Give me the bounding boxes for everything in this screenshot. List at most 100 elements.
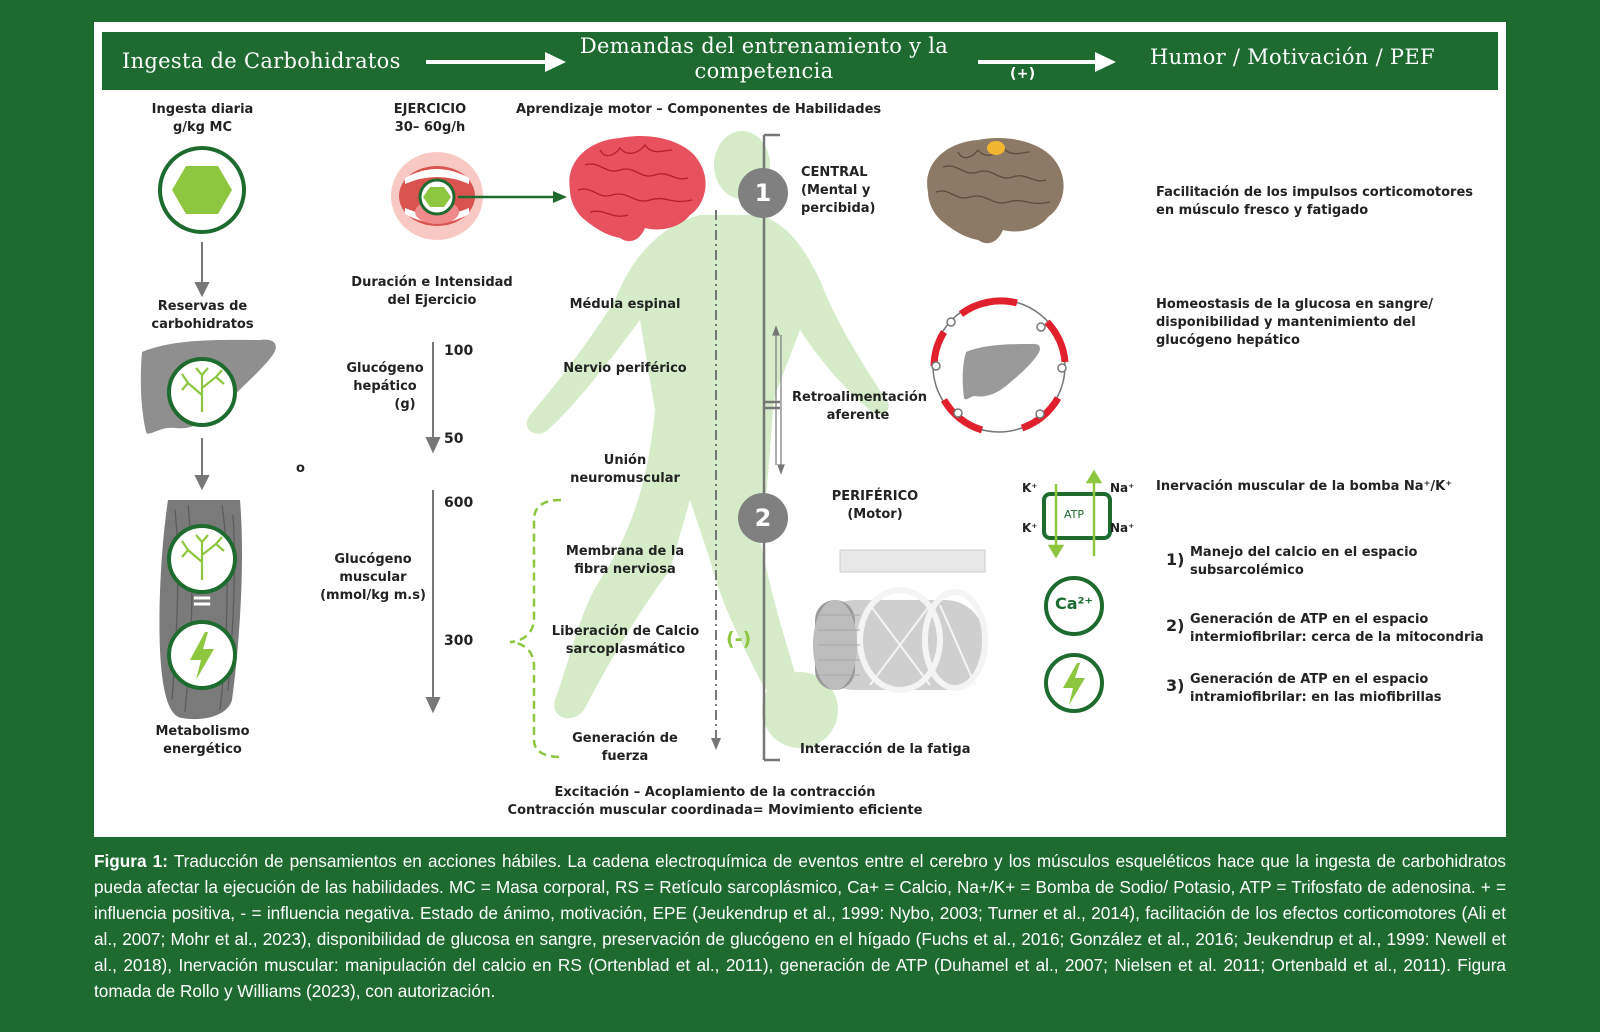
item3-number: 3) [1166,676,1185,695]
atp-intramyofibrillar-line1: Generación de ATP en el espacio [1190,672,1429,687]
daily-intake-line2: g/kg MC [172,120,232,135]
atp-label: ATP [1063,508,1085,521]
hepatic-scale-bottom: 50 [444,431,464,447]
corticomotor-facilitation-label: Facilitación de los impulsos corticomoto… [1156,184,1473,220]
caption-label: Figura 1: [94,851,168,871]
calcium-release-line2: sarcoplasmático [565,642,686,657]
daily-intake-line1: Ingesta diaria [151,102,254,117]
positive-influence-label: (+) [1010,66,1036,82]
liver-icon [140,339,276,434]
corticomotor-line1: Facilitación de los impulsos corticomoto… [1156,185,1474,200]
bottom-summary-line1: Excitación – Acoplamiento de la contracc… [554,785,876,800]
muscle-leg-icon [159,500,243,720]
muscle-glycogen-label: Glucógeno muscular (mmol/kg m.s) [318,551,428,605]
atp-intermyofibrillar-line1: Generación de ATP en el espacio [1190,612,1429,627]
muscle-glycogen-scale [425,490,441,714]
atp-intermyofibrillar-label: Generación de ATP en el espacio intermio… [1190,611,1484,647]
figure-caption: Figura 1: Traducción de pensamientos en … [94,848,1506,1004]
muscle-glycogen-line1: Glucógeno [334,552,412,567]
header-arrow-1 [426,52,566,72]
potassium-bottom-label: K⁺ [1022,521,1038,535]
exercise-line1: EJERCICIO [393,102,467,117]
fatigue-interaction-label: Interacción de la fatiga [800,742,971,757]
atp-intramyofibrillar-line2: intramiofibrilar: en las miofibrillas [1190,690,1442,705]
nerve-membrane-line1: Membrana de la [565,544,685,559]
atp-intermyofibrillar-line2: intermiofibrilar: cerca de la mitocondri… [1190,630,1484,645]
carb-reserves-label: Reservas de carbohidratos [140,298,265,334]
central-number: 1 [754,179,772,207]
central-line3: percibida) [801,201,876,216]
exercise-line2: 30– 60g/h [394,120,466,135]
atp-intramyofibrillar-label: Generación de ATP en el espacio intramio… [1190,671,1441,707]
exercise-duration-line2: del Ejercicio [387,293,477,308]
caption-text: Traducción de pensamientos en acciones h… [94,851,1506,1001]
carb-reserves-line2: carbohidratos [151,317,254,332]
mouth-icon [391,152,483,240]
hexagon-carb-icon [158,146,246,234]
muscle-scale-top: 600 [444,495,474,511]
brain-red-icon [569,136,706,242]
equals-sign: = [191,586,213,616]
diagram-graphics [140,52,1116,762]
soccer-player-figure [526,131,889,748]
neuromuscular-line1: Unión [603,453,647,468]
arrow-down-1 [194,242,210,298]
header-training-line1: Demandas del entrenamiento y la [579,34,949,58]
negative-influence-label: (-) [726,628,752,650]
item1-number: 1) [1166,550,1185,569]
dash-dot-arrowhead [711,738,721,750]
carb-reserves-line1: Reservas de [157,299,248,314]
potassium-top-label: K⁺ [1022,481,1038,495]
brain-gray-icon [927,138,1064,244]
hepatic-glycogen-line2: hepático [353,379,417,394]
glucose-homeostasis-line1: Homeostasis de la glucosa en sangre/ [1156,297,1434,312]
liver-ring-icon [930,297,1069,434]
peripheral-label: PERIFÉRICO (Motor) [820,488,930,524]
header-training-demands: Demandas del entrenamiento y la competen… [564,34,964,84]
mouth-to-brain-arrow [458,191,567,203]
muscle-fiber-icon [813,549,988,693]
feedback-arrows-icon [772,325,785,475]
force-generation-line1: Generación de [572,731,678,746]
hepatic-glycogen-scale [425,342,441,454]
muscle-scale-mid: 300 [444,633,474,649]
energy-bolt-icon [1044,653,1104,713]
or-label: o [296,461,305,476]
central-label: CENTRAL (Mental y percibida) [801,164,875,218]
sodium-top-label: Na⁺ [1110,481,1135,495]
motor-learning-label: Aprendizaje motor – Componentes de Habil… [516,102,882,117]
calcium-handling-line2: subsarcolémico [1190,563,1304,578]
nerve-membrane-line2: fibra nerviosa [574,562,676,577]
exercise-label: EJERCICIO 30– 60g/h [380,101,480,137]
calcium-icon [1044,576,1104,636]
pump-innervation-label: Inervación muscular de la bomba Na⁺/K⁺ [1156,479,1453,494]
glucose-homeostasis-line3: glucógeno hepático [1156,333,1300,348]
hepatic-glycogen-label: Glucógeno hepático (g) [340,360,430,414]
glucose-homeostasis-line2: disponibilidad y mantenimiento del [1156,315,1416,330]
afferent-feedback-line2: aferente [826,408,890,423]
dashed-brace [509,498,562,759]
calcium-handling-label: Manejo del calcio en el espacio subsarco… [1190,544,1417,580]
energy-metabolism-line2: energético [163,742,242,757]
hepatic-glycogen-line3: (g) [394,397,416,412]
header-arrow-2 [978,52,1116,72]
force-generation-label: Generación de fuerza [565,730,685,766]
daily-intake-label: Ingesta diaria g/kg MC [140,101,265,137]
muscle-glycogen-line2: muscular [339,570,407,585]
central-number-badge [738,168,788,218]
corticomotor-line2: en músculo fresco y fatigado [1156,203,1369,218]
calcium-label: Ca²⁺ [1055,594,1093,613]
force-generation-line2: fuerza [601,749,649,764]
hepatic-scale-top: 100 [444,343,474,359]
calcium-handling-line1: Manejo del calcio en el espacio [1190,545,1418,560]
calcium-release-label: Liberación de Calcio sarcoplasmático [548,623,703,659]
item2-number: 2) [1166,616,1185,635]
neuromuscular-junction-label: Unión neuromuscular [560,452,690,488]
spinal-cord-label: Médula espinal [569,297,681,312]
bottom-summary-line2: Contracción muscular coordinada= Movimie… [507,803,923,818]
atp-pump-icon [1042,469,1112,559]
peripheral-number: 2 [754,504,772,532]
peripheral-line2: (Motor) [847,507,903,522]
energy-metabolism-label: Metabolismo energético [130,723,275,759]
exercise-duration-line1: Duración e Intensidad [351,275,513,290]
